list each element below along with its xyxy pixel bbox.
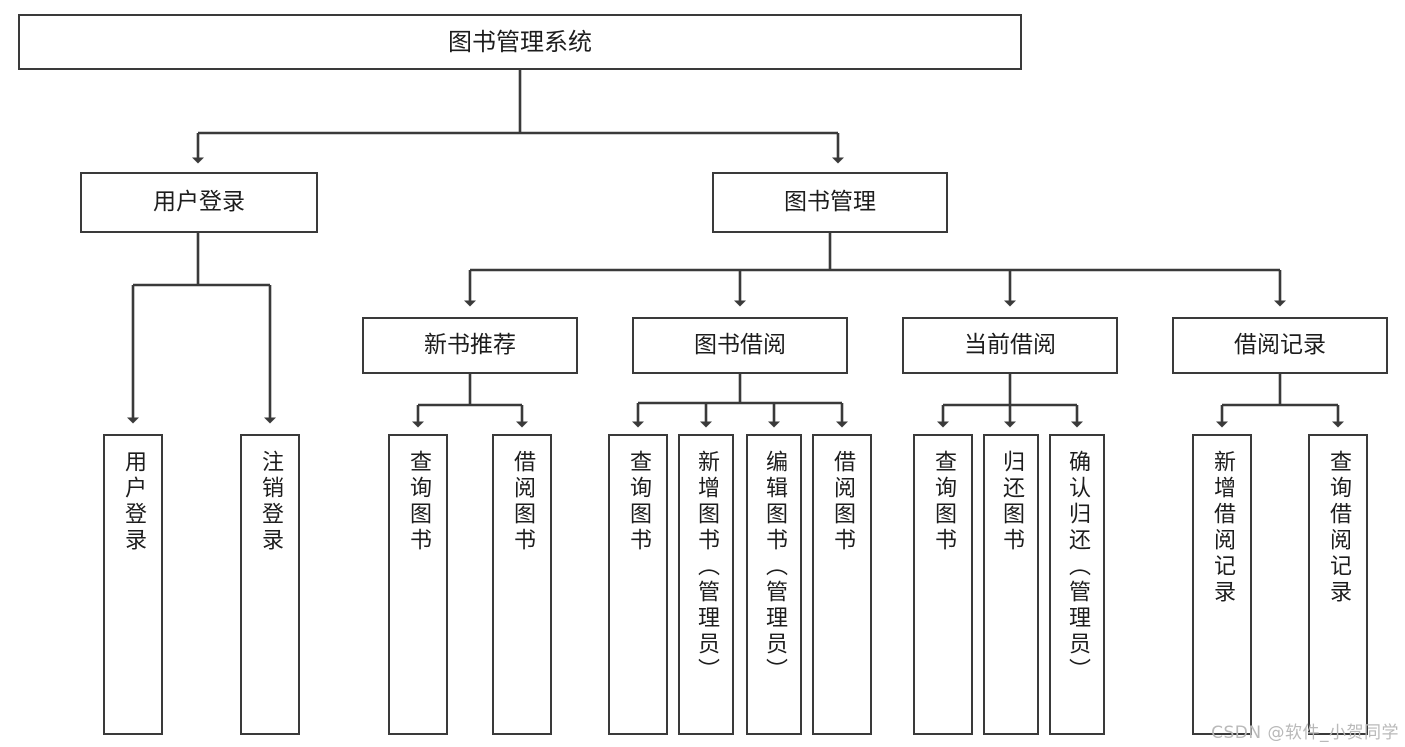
node-root[interactable]: 图书管理系统 xyxy=(18,14,1022,70)
node-book-manage-label: 图书管理 xyxy=(784,188,876,215)
node-leaf-query-record[interactable]: 查询借阅记录 xyxy=(1308,434,1368,735)
node-leaf-edit-book[interactable]: 编辑图书（管理员） xyxy=(746,434,802,735)
node-leaf-add-book-label: 新增图书（管理员） xyxy=(694,450,719,684)
node-leaf-query-record-label: 查询借阅记录 xyxy=(1326,450,1351,606)
node-leaf-user-login[interactable]: 用户登录 xyxy=(103,434,163,735)
node-leaf-query-book-1-label: 查询图书 xyxy=(406,450,431,554)
node-leaf-query-book-3-label: 查询图书 xyxy=(931,450,956,554)
node-leaf-query-book-1[interactable]: 查询图书 xyxy=(388,434,448,735)
node-user-login[interactable]: 用户登录 xyxy=(80,172,318,233)
node-leaf-logout-label: 注销登录 xyxy=(258,450,283,554)
node-leaf-return-book[interactable]: 归还图书 xyxy=(983,434,1039,735)
node-leaf-add-record[interactable]: 新增借阅记录 xyxy=(1192,434,1252,735)
node-book-borrow-label: 图书借阅 xyxy=(694,331,786,358)
node-current-borrow[interactable]: 当前借阅 xyxy=(902,317,1118,374)
node-root-label: 图书管理系统 xyxy=(448,27,592,56)
node-new-book-rec-label: 新书推荐 xyxy=(424,331,516,358)
node-leaf-edit-book-label: 编辑图书（管理员） xyxy=(762,450,787,684)
node-user-login-label: 用户登录 xyxy=(153,188,245,215)
node-leaf-add-book[interactable]: 新增图书（管理员） xyxy=(678,434,734,735)
node-leaf-add-record-label: 新增借阅记录 xyxy=(1210,450,1235,606)
node-book-manage[interactable]: 图书管理 xyxy=(712,172,948,233)
node-leaf-confirm-return-label: 确认归还（管理员） xyxy=(1065,450,1090,684)
node-leaf-query-book-2[interactable]: 查询图书 xyxy=(608,434,668,735)
node-leaf-borrow-book-1[interactable]: 借阅图书 xyxy=(492,434,552,735)
node-leaf-borrow-book-2-label: 借阅图书 xyxy=(830,450,855,554)
node-book-borrow[interactable]: 图书借阅 xyxy=(632,317,848,374)
node-leaf-return-book-label: 归还图书 xyxy=(999,450,1024,554)
node-leaf-confirm-return[interactable]: 确认归还（管理员） xyxy=(1049,434,1105,735)
node-new-book-rec[interactable]: 新书推荐 xyxy=(362,317,578,374)
node-borrow-record-label: 借阅记录 xyxy=(1234,331,1326,358)
node-leaf-user-login-label: 用户登录 xyxy=(121,450,146,554)
node-leaf-borrow-book-1-label: 借阅图书 xyxy=(510,450,535,554)
node-current-borrow-label: 当前借阅 xyxy=(964,331,1056,358)
node-leaf-borrow-book-2[interactable]: 借阅图书 xyxy=(812,434,872,735)
node-leaf-logout[interactable]: 注销登录 xyxy=(240,434,300,735)
node-leaf-query-book-3[interactable]: 查询图书 xyxy=(913,434,973,735)
node-leaf-query-book-2-label: 查询图书 xyxy=(626,450,651,554)
node-borrow-record[interactable]: 借阅记录 xyxy=(1172,317,1388,374)
csdn-watermark: CSDN @软件_小贺同学 xyxy=(1211,723,1399,743)
